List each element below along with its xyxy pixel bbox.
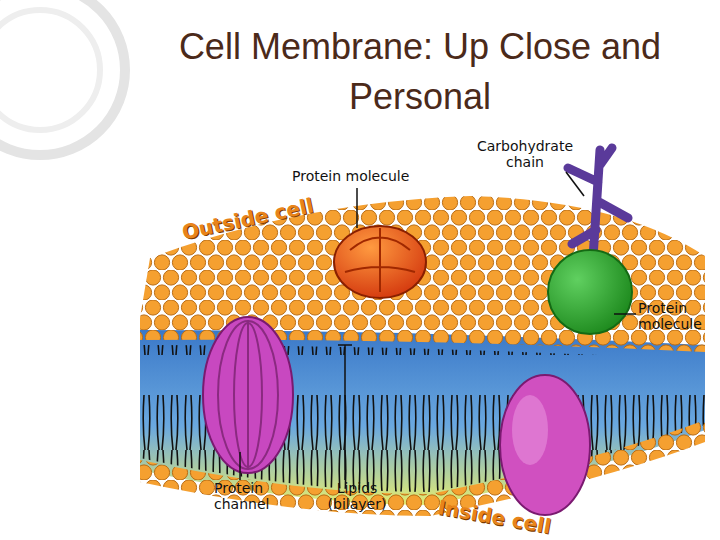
part-label: Carbohydrate chain: [470, 138, 580, 170]
protein-right-shape: [500, 375, 590, 515]
part-label: Protein molecule: [292, 168, 442, 184]
part-label: Protein molecule: [638, 300, 710, 332]
carbohydrate-chain-shape: [568, 148, 628, 258]
protein-green-shape: [548, 250, 632, 334]
decor-rings: [0, 0, 125, 155]
slide-title: Cell Membrane: Up Close and Personal: [140, 22, 700, 122]
part-label: Lipids (bilayer): [318, 480, 396, 512]
protein-top-shape: [334, 226, 426, 298]
part-label: Protein channel: [214, 480, 292, 512]
protein-channel-shape: [203, 317, 293, 473]
